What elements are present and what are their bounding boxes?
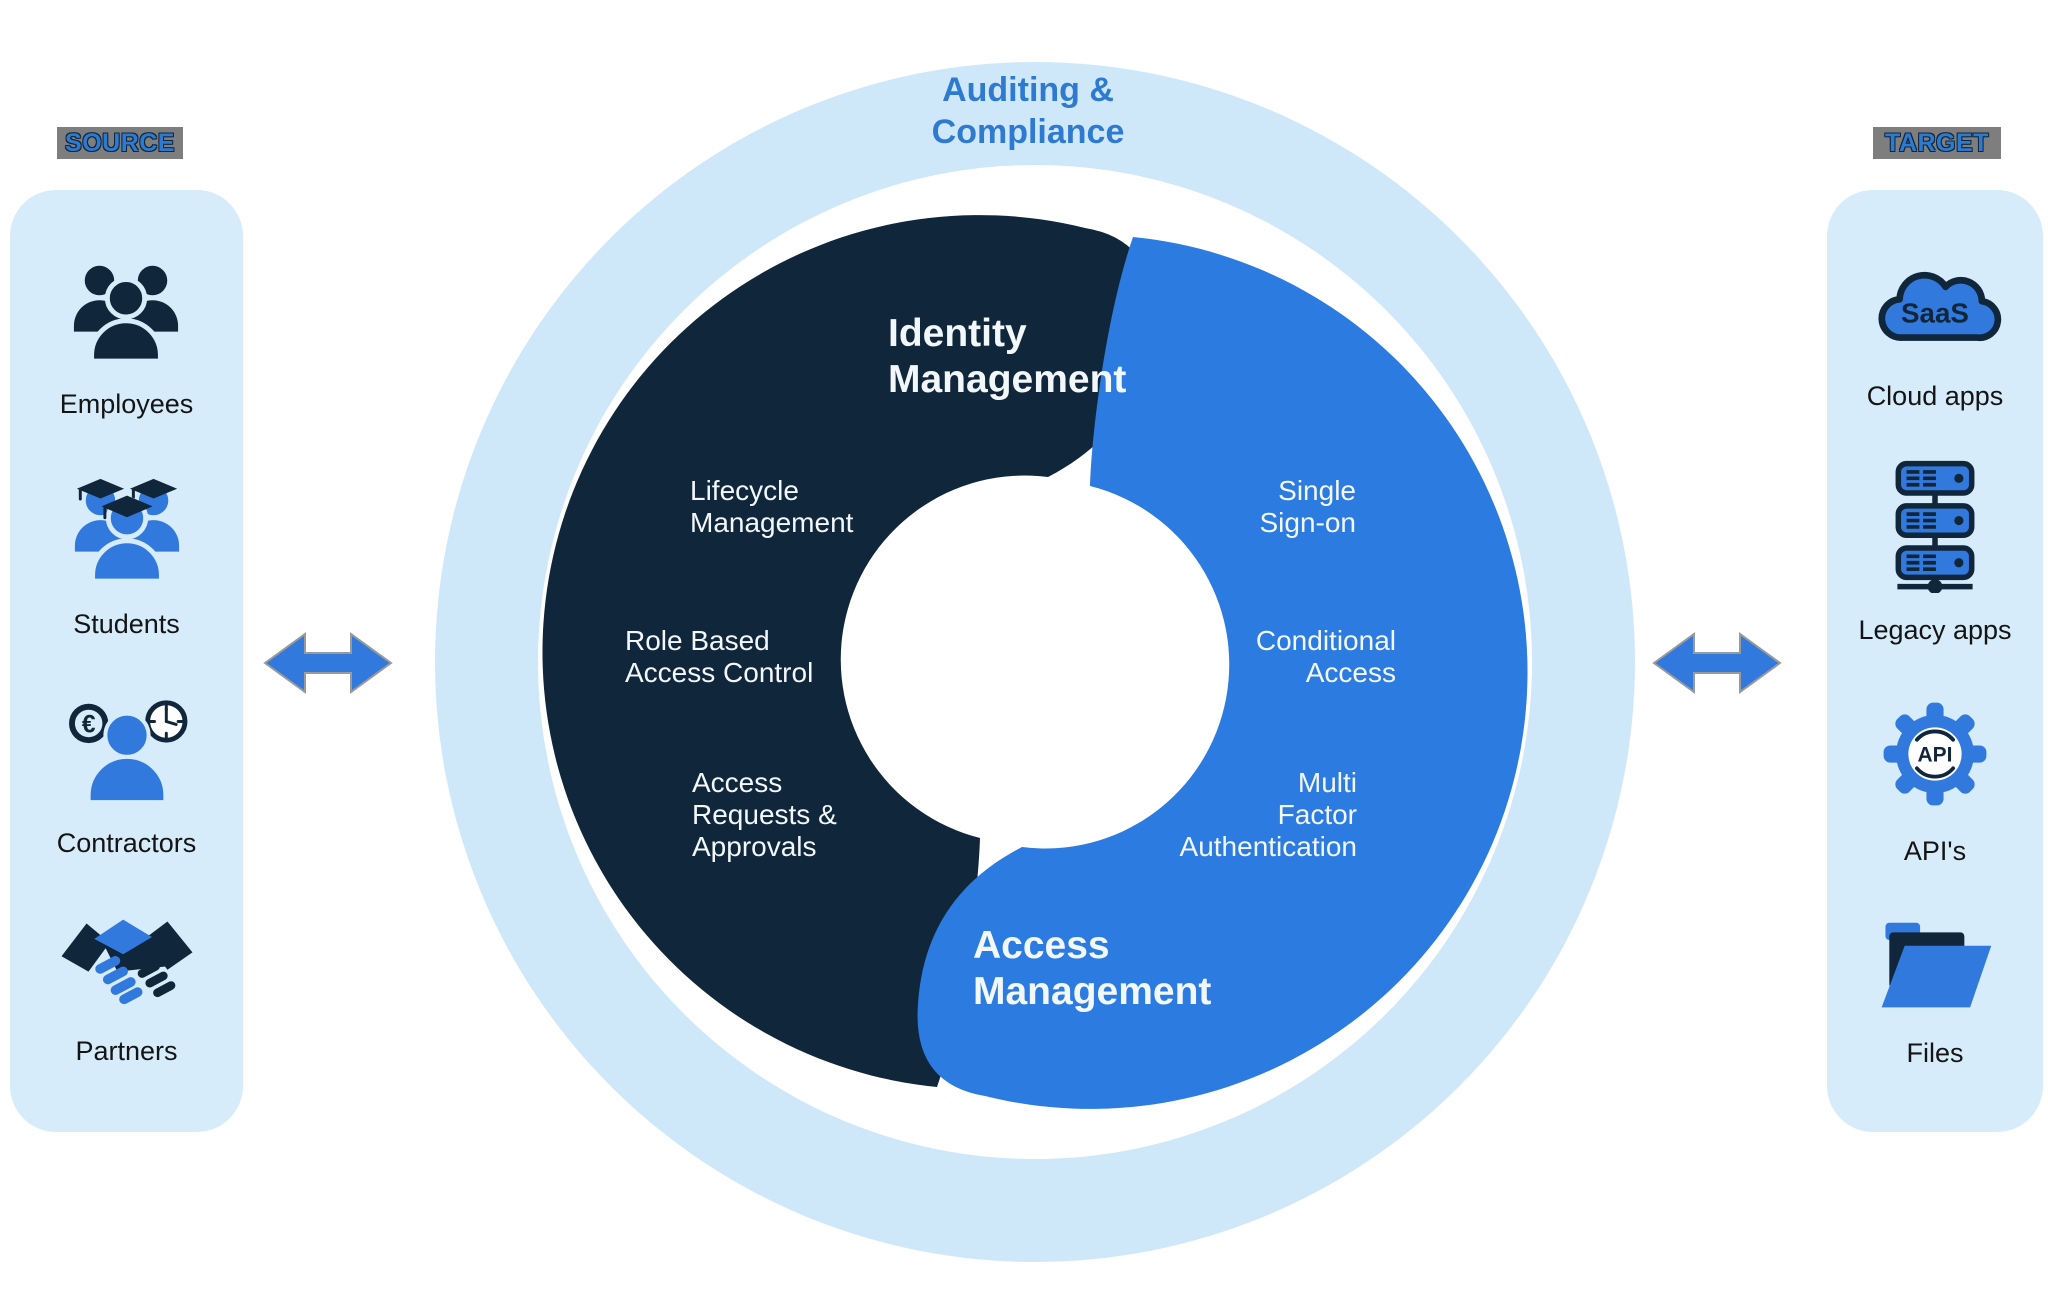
lifecycle-management-label-line2: Management: [690, 507, 854, 538]
saas-cloud-icon: SaaS: [1878, 271, 2002, 341]
mfa-label-line2: Factor: [1278, 799, 1357, 830]
ring-label-line2: Compliance: [932, 113, 1125, 151]
svg-text:SaaS: SaaS: [1901, 297, 1969, 328]
source-sync-double-arrow-icon: [263, 632, 393, 694]
target-item-label: Legacy apps: [1858, 615, 2012, 646]
clock-icon: [144, 699, 187, 743]
target-item-apis: API API's: [1873, 695, 1997, 867]
source-item-partners: Partners: [59, 910, 195, 1067]
svg-text:€: €: [81, 711, 95, 738]
files-folder-icon: [1881, 923, 1992, 1008]
mfa-label-line3: Authentication: [1180, 831, 1357, 862]
target-item-legacy-apps: Legacy apps: [1858, 460, 2012, 646]
source-panel: Employees Stude: [10, 190, 243, 1132]
source-item-label: Partners: [75, 1035, 178, 1066]
sso-label-line2: Sign-on: [1259, 507, 1356, 538]
target-panel: SaaS Cloud apps Legacy app: [1827, 190, 2043, 1132]
source-item-students: Students: [63, 471, 191, 640]
students-icon: [74, 479, 179, 584]
identity-management-shape: [542, 215, 1153, 1087]
target-item-label: API's: [1903, 835, 1967, 866]
source-item-label: Employees: [59, 389, 194, 420]
access-requests-label-line3: Approvals: [692, 831, 817, 862]
target-item-label: Cloud apps: [1866, 380, 2004, 411]
role-based-access-control-label-line1: Role Based: [625, 625, 770, 656]
target-item-files: Files: [1870, 915, 2000, 1069]
source-item-contractors: € Contractors: [56, 692, 197, 859]
target-item-cloud-apps: SaaS Cloud apps: [1866, 253, 2004, 412]
employees-icon: [74, 265, 179, 364]
mfa-label-line1: Multi: [1298, 767, 1357, 798]
api-gear-icon: API: [1883, 702, 1987, 806]
target-heading: TARGET: [1873, 127, 2001, 159]
source-item-label: Contractors: [56, 827, 197, 858]
svg-text:API: API: [1918, 743, 1953, 766]
access-management-shape: [917, 237, 1528, 1109]
role-based-access-control-label-line2: Access Control: [625, 657, 813, 688]
access-title-line2: Management: [973, 970, 1211, 1013]
access-title-line1: Access: [973, 924, 1110, 967]
source-heading: SOURCE: [57, 127, 183, 159]
lifecycle-management-label-line1: Lifecycle: [690, 475, 799, 506]
euro-coin-icon: €: [68, 703, 108, 743]
sso-label-line1: Single: [1278, 475, 1356, 506]
access-requests-label-line1: Access: [692, 767, 782, 798]
legacy-servers-icon: [1895, 461, 1975, 594]
source-item-employees: Employees: [59, 255, 194, 420]
ring-label-line1: Auditing &: [942, 71, 1114, 109]
partners-handshake-icon: [61, 919, 192, 1004]
conditional-access-label-line2: Access: [1306, 657, 1396, 688]
conditional-access-label-line1: Conditional: [1256, 625, 1396, 656]
target-item-label: Files: [1906, 1038, 1964, 1069]
source-item-label: Students: [73, 609, 180, 640]
target-sync-double-arrow-icon: [1652, 632, 1782, 694]
identity-title-line1: Identity: [888, 312, 1027, 355]
identity-title-line2: Management: [888, 358, 1126, 401]
contractors-icon: €: [68, 699, 187, 804]
access-requests-label-line2: Requests &: [692, 799, 837, 830]
